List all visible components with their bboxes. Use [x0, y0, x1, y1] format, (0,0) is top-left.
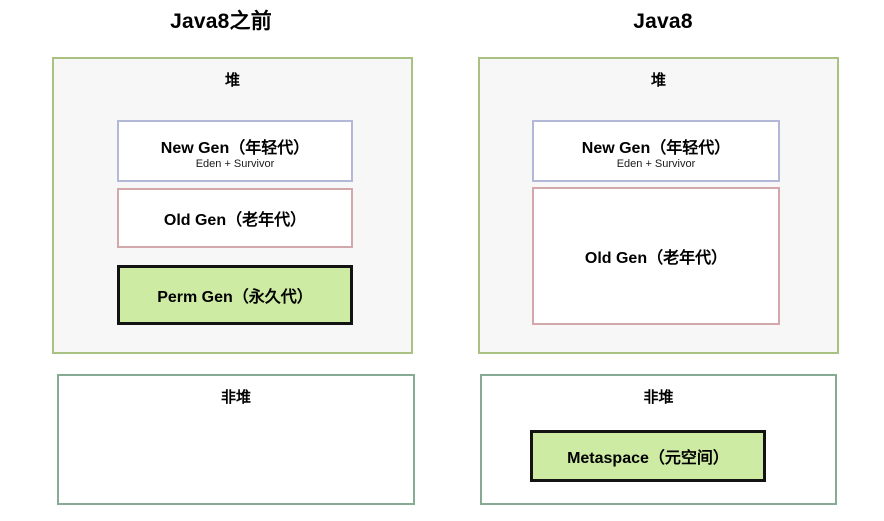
metaspace-label: Metaspace（元空间）: [567, 450, 729, 467]
old-gen-box-java8: Old Gen（老年代）: [532, 187, 780, 325]
heap-label: 堆: [650, 72, 666, 89]
new-gen-label: New Gen（年轻代）: [581, 140, 731, 157]
old-gen-label: Old Gen（老年代）: [163, 212, 307, 229]
new-gen-sublabel: Eden + Survivor: [195, 158, 275, 170]
old-gen-label: Old Gen（老年代）: [584, 250, 728, 267]
heap-label: 堆: [224, 72, 240, 89]
panel-title-java8: Java8: [633, 10, 693, 33]
non-heap-label: 非堆: [220, 389, 251, 406]
new-gen-label: New Gen（年轻代）: [160, 140, 310, 157]
panel-title-pre-java8: Java8之前: [170, 10, 272, 33]
old-gen-box-pre-java8: Old Gen（老年代）: [117, 188, 353, 248]
new-gen-box-pre-java8: New Gen（年轻代） Eden + Survivor: [117, 120, 353, 182]
new-gen-sublabel: Eden + Survivor: [616, 158, 696, 170]
panel-pre-java8: Java8之前 堆 New Gen（年轻代） Eden + Survivor O…: [52, 10, 415, 505]
perm-gen-box: Perm Gen（永久代）: [117, 265, 353, 325]
non-heap-container-pre-java8: 非堆: [57, 374, 415, 505]
non-heap-label: 非堆: [643, 389, 674, 406]
perm-gen-label: Perm Gen（永久代）: [157, 289, 313, 306]
panel-java8: Java8 堆 New Gen（年轻代） Eden + Survivor Old…: [442, 0, 884, 521]
new-gen-box-java8: New Gen（年轻代） Eden + Survivor: [532, 120, 780, 182]
metaspace-box: Metaspace（元空间）: [530, 430, 766, 482]
